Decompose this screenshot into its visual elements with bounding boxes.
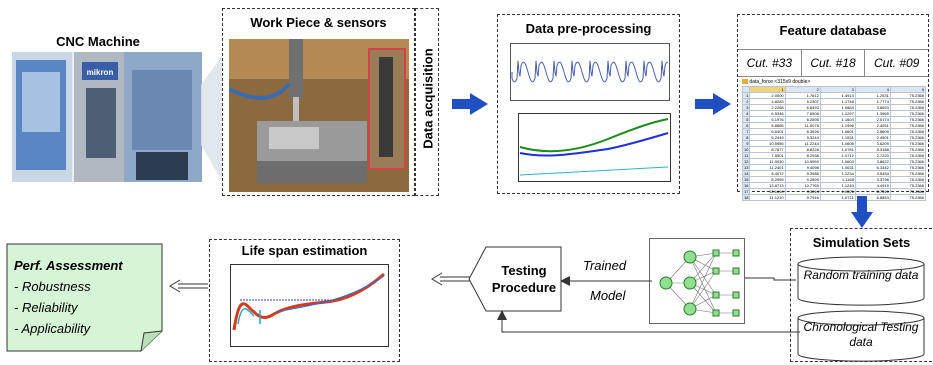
chronological-data-cylinder [797,310,925,362]
cnc-machine-title: CNC Machine [56,34,140,49]
perf-assessment-text: Perf. Assessment - Robustness - Reliabil… [14,255,123,339]
neural-network-panel [649,238,745,324]
arrow-right-icon [695,93,731,115]
lifespan-plot [230,264,389,347]
workpiece-title: Work Piece & sensors [250,15,387,30]
feature-trend-plot [518,113,671,182]
double-arrow-left-icon [169,279,208,293]
testing-procedure-shape [468,246,562,312]
table-cell: 11.1210 [749,194,786,201]
data-acquisition-bar: Data acquisition [415,8,439,196]
variable-icon [742,79,748,85]
feature-database-panel: Feature database Cut. #33 Cut. #18 Cut. … [737,14,929,201]
chronological-to-testing-arrow [497,310,800,333]
perf-assessment-note [6,243,163,352]
data-acquisition-label: Data acquisition [420,48,436,149]
lifespan-title: Life span estimation [241,243,368,258]
cut-tab[interactable]: Cut. #09 [873,56,920,70]
double-arrow-left-icon [431,272,470,286]
preprocessing-title: Data pre-processing [525,21,652,36]
perf-assessment-title: Perf. Assessment [14,258,123,273]
cut-tab[interactable]: Cut. #18 [802,50,866,76]
trained-label: Trained [583,258,627,273]
model-label: Model [590,288,626,303]
workpiece-panel: Work Piece & sensors [222,8,415,196]
trained-model-arrow [560,276,652,286]
table-cell: 9.7916 [784,194,821,201]
arrow-right-icon [452,93,488,115]
cut-tabs: Cut. #33 Cut. #18 Cut. #09 [738,49,928,77]
lifespan-panel: Life span estimation [209,239,400,362]
table-cell: 75.2366 [889,194,926,201]
random-training-label: Random training data [803,268,919,282]
simulation-sets-title: Simulation Sets [812,235,911,250]
perf-item: - Applicability [14,321,91,336]
feature-database-title: Feature database [779,23,887,38]
workpiece-photo [229,39,409,192]
cut-tab[interactable]: Cut. #33 [738,50,802,76]
connector-lines [744,277,796,281]
random-data-cylinder [797,256,925,306]
row-index: 18 [742,194,751,201]
cnc-machine-photo: mikron [12,52,202,182]
testing-procedure-label: Testing Procedure [491,263,557,295]
perf-item: - Reliability [14,300,78,315]
perf-item: - Robustness [14,279,91,294]
cnc-brand-label: mikron [87,68,114,77]
force-signal-plot [510,43,670,101]
chronological-testing-label: Chronological Testing data [803,320,919,349]
table-caption: data_force <315x9 double> [742,79,810,85]
arrow-down-icon [851,196,873,228]
neural-network-diagram [659,249,740,317]
preprocessing-panel: Data pre-processing [497,14,680,194]
